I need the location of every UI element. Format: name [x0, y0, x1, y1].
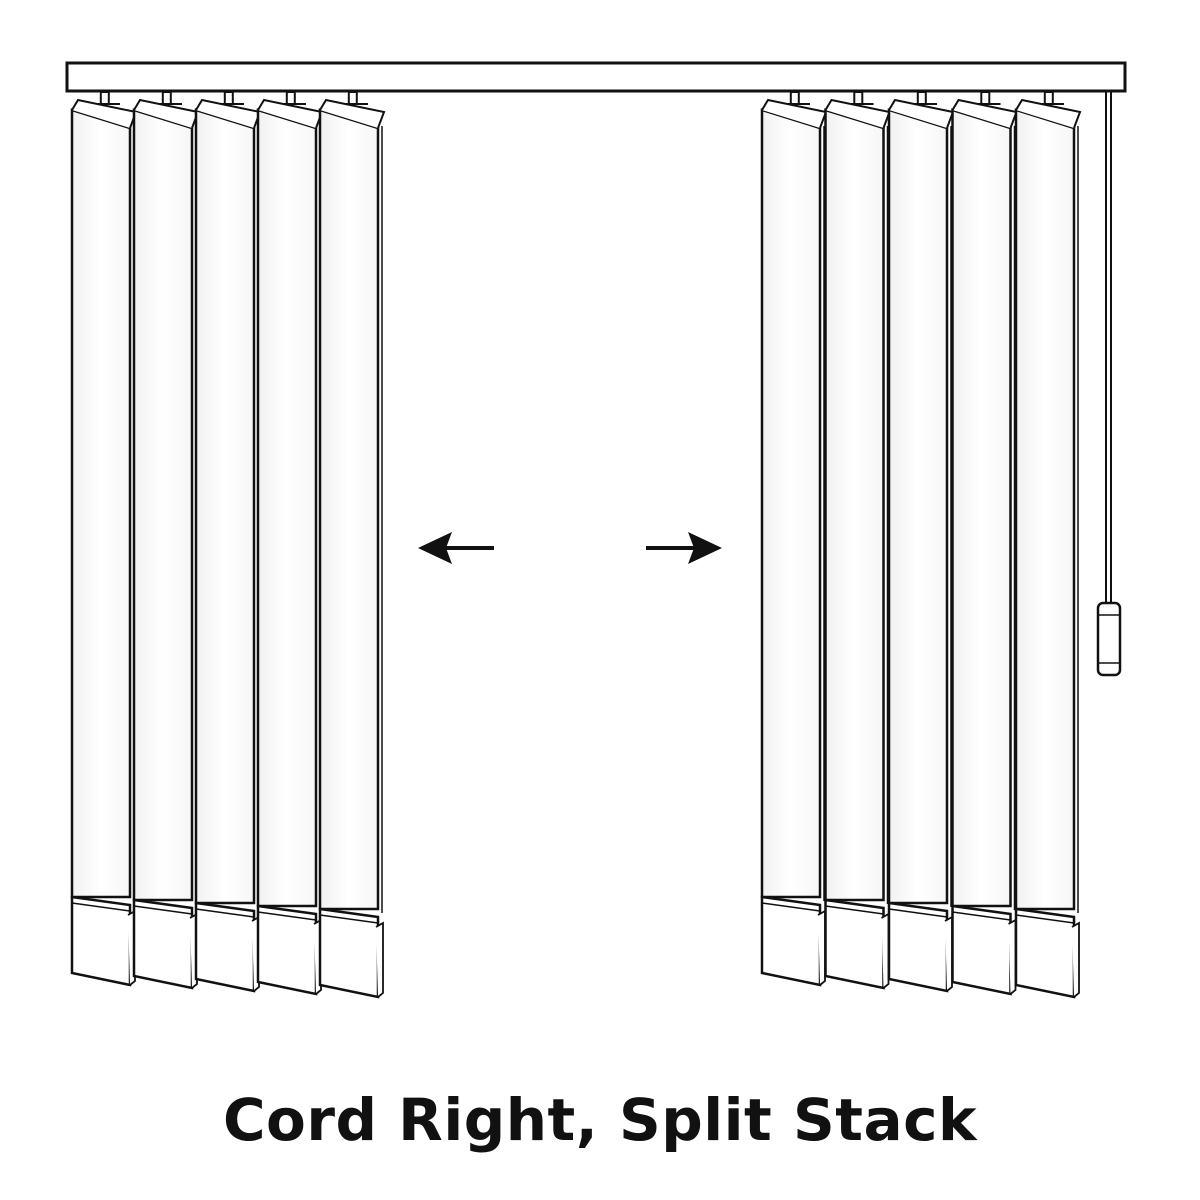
left-vane [318, 91, 386, 999]
right-vane [951, 91, 1018, 996]
arrow-right-icon [646, 532, 722, 564]
head-rail [65, 61, 1127, 93]
arrow-left-icon [418, 532, 494, 564]
vane-carrier-clip [223, 91, 234, 105]
cord-weight [1096, 601, 1122, 677]
vane-body [951, 108, 1012, 908]
pull-cord [1096, 91, 1122, 677]
vane-top-fold [1015, 98, 1082, 129]
right-vane [887, 91, 955, 993]
vane-carrier-clip [99, 91, 110, 105]
diagram-caption: Cord Right, Split Stack [222, 1086, 978, 1154]
left-vane-stack [70, 91, 386, 999]
vane-body [194, 108, 256, 905]
vane-body [256, 108, 318, 908]
vane-carrier-clip [853, 91, 864, 105]
vane-top-fold [951, 98, 1018, 129]
vane-carrier-clip [161, 91, 172, 105]
vane-body [824, 108, 885, 902]
vane-body [318, 108, 380, 911]
vane-carrier-clip [347, 91, 358, 105]
vane-carrier-clip [285, 91, 296, 105]
right-vane [1014, 91, 1082, 999]
left-vane [256, 91, 324, 996]
left-vane [194, 91, 262, 993]
right-vane [760, 91, 828, 987]
vane-top-fold [761, 98, 828, 129]
vane-top-fold [888, 98, 955, 129]
vane-carrier-clip [916, 91, 927, 105]
right-vane [824, 91, 891, 990]
vane-carrier-clip [1043, 91, 1054, 105]
vane-body [887, 108, 949, 905]
vane-body [760, 108, 822, 899]
vane-body [70, 108, 132, 899]
right-vane-stack [760, 91, 1082, 999]
vane-body [1014, 108, 1076, 911]
vane-top-fold [824, 98, 891, 129]
vane-carrier-clip [980, 91, 991, 105]
left-vane [132, 91, 200, 990]
left-vane [70, 91, 138, 987]
vane-carrier-clip [789, 91, 800, 105]
vane-top-fold [319, 98, 386, 129]
vane-body [132, 108, 194, 902]
